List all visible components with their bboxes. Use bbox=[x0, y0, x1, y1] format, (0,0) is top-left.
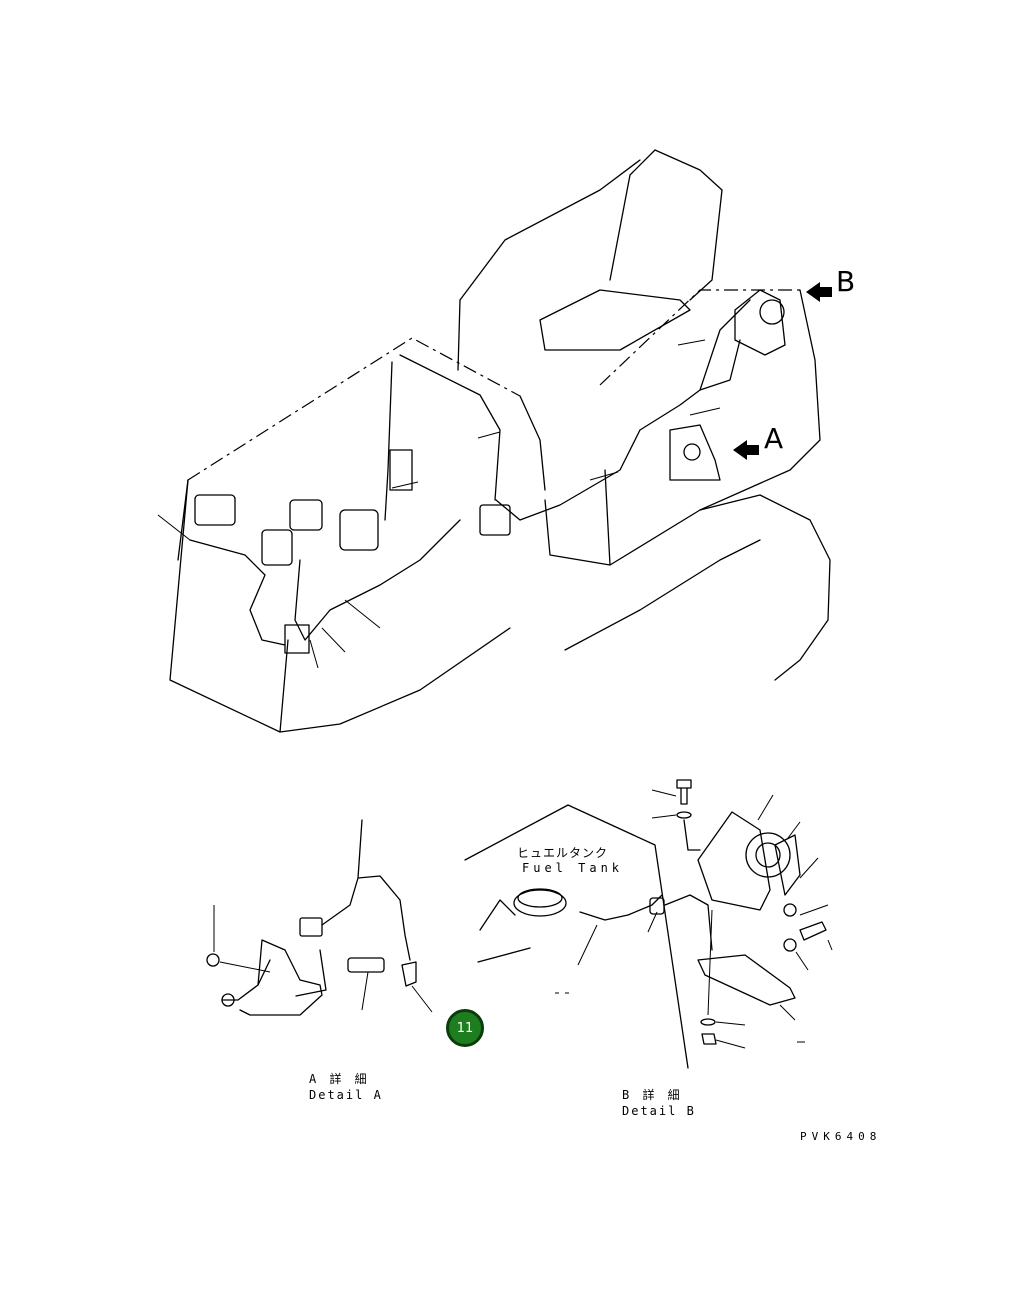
part-callout-11[interactable]: 11 bbox=[446, 1009, 484, 1047]
detail-a-drawing bbox=[206, 819, 433, 1016]
callout-number: 11 bbox=[456, 1020, 474, 1036]
view-letter-a: A bbox=[764, 422, 784, 455]
detail-b-caption-en: Detail B bbox=[622, 1104, 696, 1118]
fuel-tank-label-en: Fuel Tank bbox=[522, 861, 624, 875]
drawing-code: PVK6408 bbox=[800, 1130, 882, 1143]
detail-a-caption-en: Detail A bbox=[309, 1088, 383, 1102]
view-arrow-a bbox=[733, 440, 759, 460]
detail-a-caption-jp: A 詳 細 bbox=[309, 1072, 370, 1086]
detail-b-drawing bbox=[464, 779, 833, 1069]
detail-b-caption-jp: B 詳 細 bbox=[622, 1088, 683, 1102]
view-letter-b: B bbox=[836, 265, 856, 298]
view-arrow-b bbox=[806, 282, 832, 302]
fuel-tank-label-jp: ヒュエルタンク bbox=[517, 846, 609, 860]
machine-body bbox=[157, 149, 831, 733]
